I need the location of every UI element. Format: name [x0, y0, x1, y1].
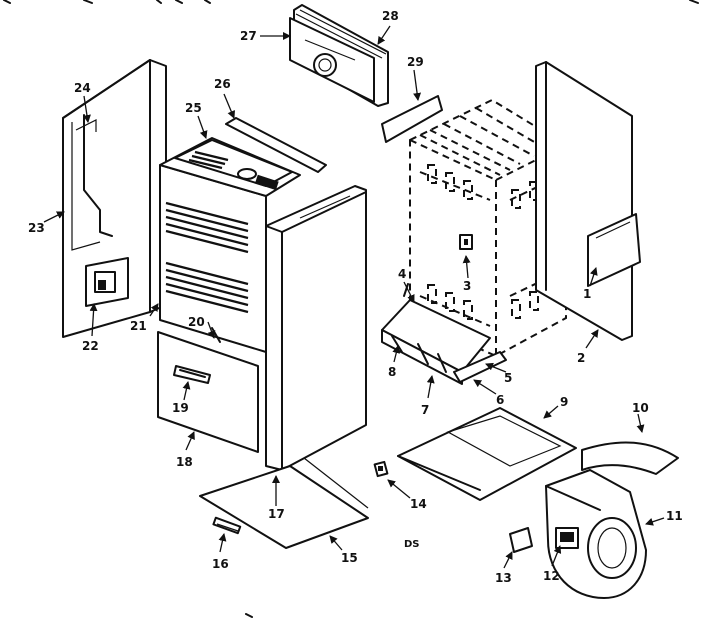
blower-wheel	[545, 469, 647, 599]
callout-22: 22	[82, 339, 99, 353]
callout-17: 17	[268, 507, 285, 521]
callout-11: 11	[666, 509, 683, 523]
callout-29: 29	[407, 55, 424, 69]
callout-25: 25	[185, 101, 202, 115]
callout-12: 12	[543, 569, 560, 583]
callout-18: 18	[176, 455, 193, 469]
callout-23: 23	[28, 221, 45, 235]
panel-box-22	[85, 257, 129, 307]
front-grille-lower	[165, 261, 249, 314]
leader-lines	[43, 25, 665, 569]
blower-shroud	[581, 441, 679, 475]
callout-13: 13	[495, 571, 512, 585]
callout-4: 4	[398, 267, 406, 281]
callout-15: 15	[341, 551, 358, 565]
callout-10: 10	[632, 401, 649, 415]
top-access-panel	[289, 4, 389, 107]
top-vent	[188, 150, 229, 170]
callout-28: 28	[382, 9, 399, 23]
callout-14: 14	[410, 497, 427, 511]
top-strip	[225, 117, 327, 173]
lower-door	[157, 331, 259, 453]
base-pan	[199, 457, 369, 549]
callout-2: 2	[577, 351, 585, 365]
callout-16: 16	[212, 557, 229, 571]
callout-9: 9	[560, 395, 568, 409]
front-grille-upper	[165, 201, 249, 254]
front-control-section	[159, 137, 301, 353]
small-bracket	[373, 460, 389, 478]
callout-19: 19	[172, 401, 189, 415]
callout-27: 27	[240, 29, 257, 43]
callout-24: 24	[74, 81, 91, 95]
burner-assembly	[381, 283, 507, 385]
right-side-panel	[265, 185, 367, 471]
top-plate	[381, 95, 443, 143]
callout-8: 8	[388, 365, 396, 379]
callout-3: 3	[463, 279, 471, 293]
callout-5: 5	[504, 371, 512, 385]
small-strip	[212, 516, 242, 535]
left-side-panel	[62, 59, 167, 338]
right-back-panel	[535, 61, 641, 341]
callout-7: 7	[421, 403, 429, 417]
callout-26: 26	[214, 77, 231, 91]
top-edge-fragments	[3, 0, 699, 618]
callout-21: 21	[130, 319, 147, 333]
diagram-code-label: DS	[404, 539, 420, 550]
callout-20: 20	[188, 315, 205, 329]
callout-1: 1	[583, 287, 591, 301]
small-plate	[509, 527, 533, 553]
lower-tray	[397, 407, 577, 501]
callout-labels: 1 2 3 4 5 6 7 8 9 10 11 12 13 14 15 16 1…	[28, 9, 683, 585]
callout-6: 6	[496, 393, 504, 407]
